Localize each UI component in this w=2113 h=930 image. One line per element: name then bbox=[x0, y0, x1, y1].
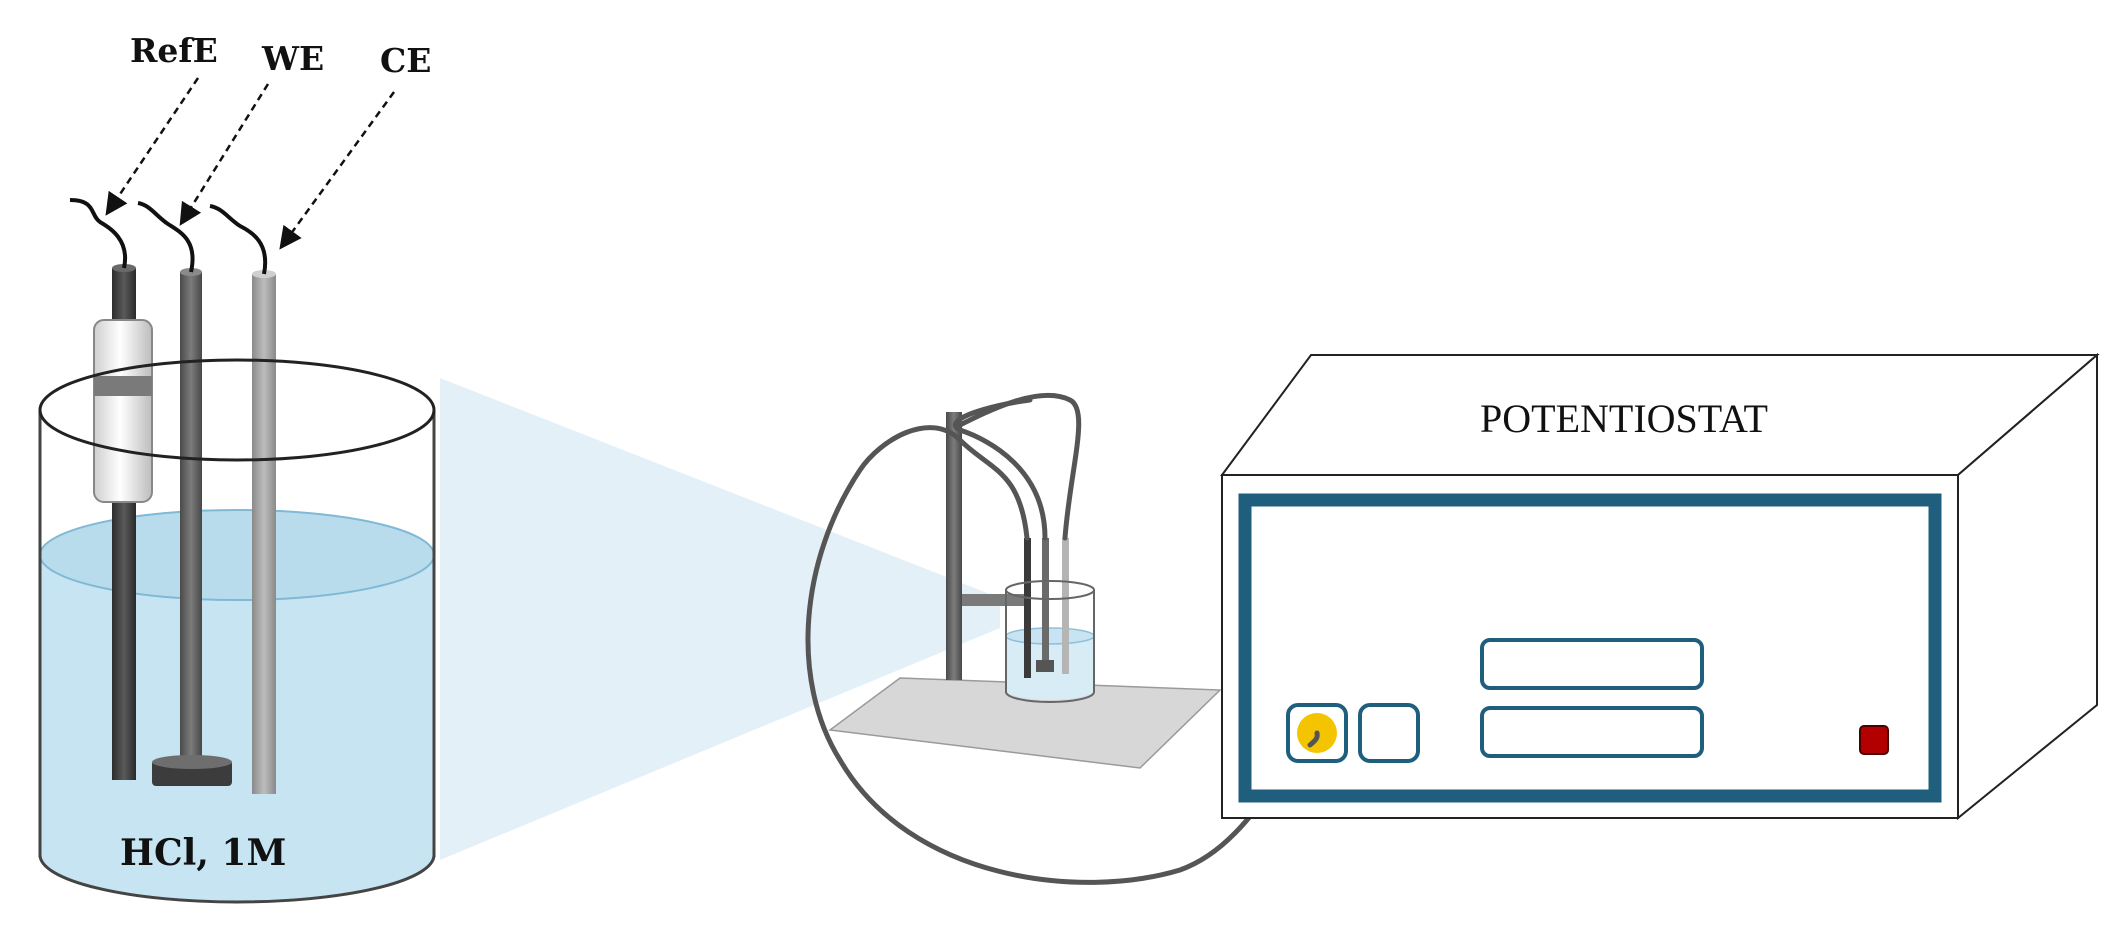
lab-stand bbox=[828, 412, 1222, 769]
small-cell bbox=[1005, 538, 1095, 703]
working-electrode-label: WE bbox=[261, 39, 324, 78]
large-beaker bbox=[38, 410, 436, 904]
control-button[interactable] bbox=[1358, 703, 1420, 763]
large-beaker-rim bbox=[38, 358, 436, 462]
stand-pole bbox=[946, 412, 962, 680]
counter-electrode-label: CE bbox=[380, 41, 431, 80]
stand-base-plate bbox=[828, 677, 1222, 769]
electrode-labels: RefE WE CE bbox=[105, 31, 431, 250]
device-title: POTENTIOSTAT bbox=[1480, 396, 1768, 441]
working-electrode bbox=[137, 201, 232, 786]
power-indicator-icon bbox=[1859, 725, 1889, 755]
solution-label: HCl, 1M bbox=[120, 832, 286, 874]
cables bbox=[805, 392, 1313, 885]
display-top[interactable] bbox=[1480, 638, 1704, 690]
stand-clamp bbox=[962, 594, 1026, 606]
cable-port-end bbox=[1307, 730, 1320, 748]
working-electrode-arrow bbox=[179, 83, 270, 226]
cable-ref bbox=[805, 425, 1313, 885]
display-bottom[interactable] bbox=[1480, 706, 1704, 758]
cable-we bbox=[953, 397, 1048, 541]
ref-electrode-label: RefE bbox=[130, 31, 218, 70]
ref-electrode-arrow bbox=[105, 77, 200, 216]
counter-electrode-arrow bbox=[279, 91, 396, 250]
zoom-highlight-cone bbox=[440, 378, 1000, 860]
cable-ce bbox=[957, 392, 1082, 541]
potentiostat-device: POTENTIOSTAT bbox=[1220, 352, 2100, 821]
